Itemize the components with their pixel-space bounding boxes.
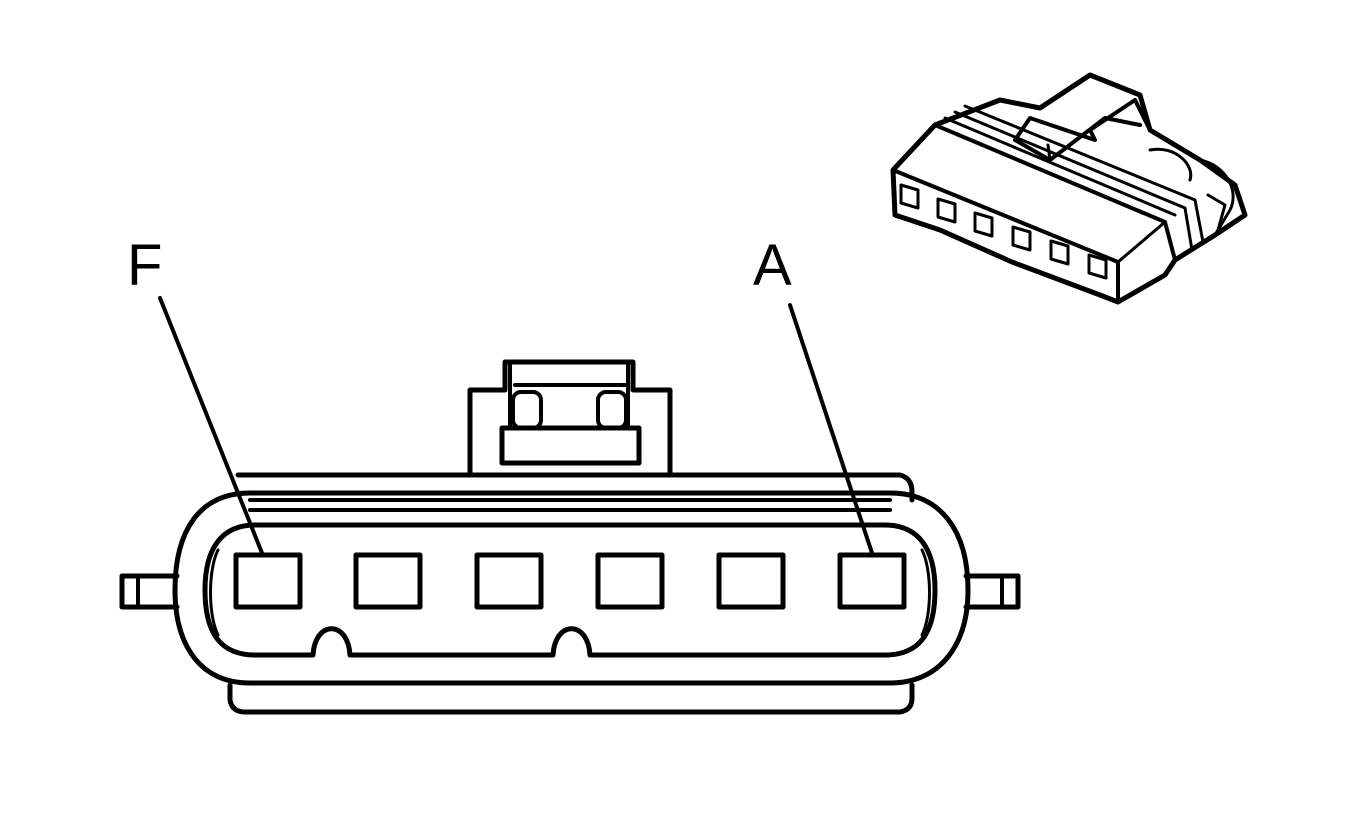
connector-face-view <box>119 359 1021 715</box>
isometric-cavities <box>899 183 1108 280</box>
locking-tab <box>467 359 673 478</box>
cavity-b <box>716 552 786 610</box>
left-side-post <box>119 573 180 610</box>
cavity-f <box>233 552 303 610</box>
cavity-d <box>474 552 544 610</box>
cavity-a <box>837 552 907 610</box>
pin-a-label: A <box>753 233 792 298</box>
right-side-post <box>963 573 1021 610</box>
pin-f-label: F <box>127 233 162 298</box>
cavity-e <box>353 552 423 610</box>
connector-isometric-view <box>890 72 1248 305</box>
cavity-c <box>595 552 665 610</box>
callout-pin-a: A <box>753 233 874 555</box>
callout-pin-f: F <box>127 233 264 555</box>
